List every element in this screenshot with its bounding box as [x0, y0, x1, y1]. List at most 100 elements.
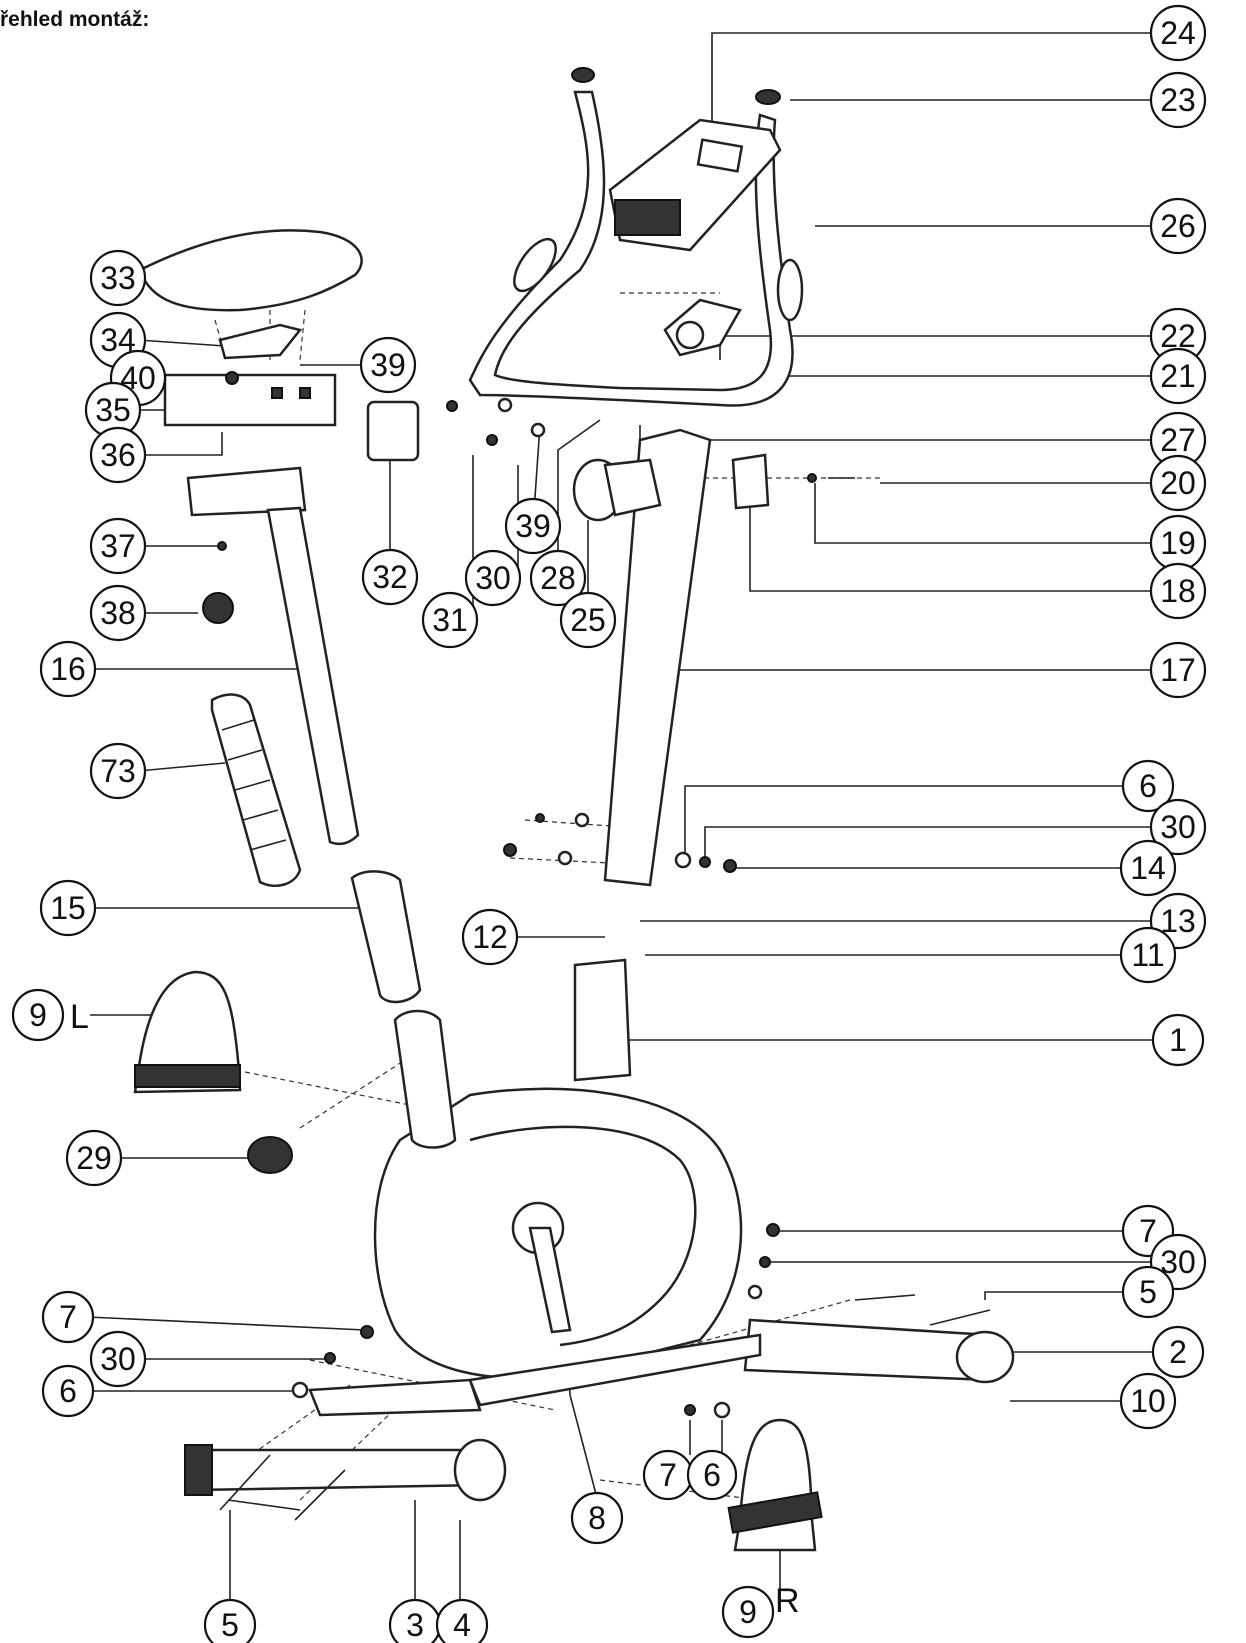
callout-circle — [1149, 562, 1207, 620]
callout-number: 27 — [1160, 422, 1196, 458]
cover-plate — [731, 453, 770, 510]
callout-number: 6 — [703, 1457, 721, 1493]
callout-number: 7 — [1139, 1213, 1157, 1249]
hand-pulse-sensor-left — [513, 237, 557, 293]
callout-38: 38 — [89, 584, 147, 642]
callout-number: 10 — [1130, 1383, 1166, 1419]
pedal-right-base — [727, 1491, 823, 1534]
side-letter-right: R — [775, 1582, 800, 1620]
bolt-5b — [294, 1469, 346, 1521]
slider-bolt-b — [299, 387, 311, 399]
callout-33: 33 — [89, 249, 147, 307]
handlebar-end-cap-right — [755, 89, 781, 105]
callout-number: 39 — [515, 508, 551, 544]
rear-end-cap-left — [184, 1444, 213, 1496]
callout-35: 35 — [84, 381, 142, 439]
callout-circle — [359, 336, 417, 394]
console-screen — [696, 138, 744, 173]
callout-number: 5 — [221, 1607, 239, 1643]
bolt-5a — [219, 1454, 271, 1511]
seat-lock-knob — [247, 1136, 293, 1174]
callout-circle — [686, 1449, 738, 1501]
callout-number: 26 — [1160, 208, 1196, 244]
callout-number: 3 — [406, 1607, 424, 1643]
callout-number: 28 — [540, 560, 576, 596]
slider-bolt-a — [271, 387, 283, 399]
callout-circle — [1119, 926, 1177, 984]
callout-circle — [1149, 798, 1207, 856]
callout-number: 39 — [370, 347, 406, 383]
callout-circle — [504, 497, 562, 555]
callout-circle — [39, 879, 97, 937]
callout-circle — [1119, 1372, 1177, 1430]
callout-9: 9 — [11, 988, 65, 1042]
callout-3: 3 — [388, 1598, 442, 1643]
callout-number: 35 — [95, 392, 131, 428]
part-callouts: 2423262221272019181763014131117305210333… — [11, 4, 1207, 1643]
hand-pulse-sensor-right — [776, 258, 804, 322]
seat-bracket — [218, 323, 303, 360]
callout-circle — [559, 591, 617, 649]
rear-end-cap-right — [453, 1438, 507, 1502]
callout-number: 4 — [453, 1607, 471, 1643]
callout-32: 32 — [361, 548, 419, 606]
callout-number: 18 — [1160, 573, 1196, 609]
callout-number: 8 — [588, 1500, 606, 1536]
callout-number: 14 — [1130, 850, 1166, 886]
callout-circle — [1151, 1325, 1205, 1379]
callout-number: 11 — [1131, 937, 1164, 973]
callout-number: 1 — [1169, 1022, 1187, 1058]
callout-number: 37 — [100, 528, 136, 564]
frame-base — [468, 1333, 762, 1407]
callout-circle — [721, 1585, 775, 1639]
callout-number: 36 — [100, 437, 136, 473]
callout-circle — [464, 549, 522, 607]
callout-circle — [203, 1598, 257, 1643]
pedal-left-base — [134, 1064, 241, 1088]
callout-number: 15 — [50, 890, 86, 926]
bracket-hole — [675, 320, 705, 350]
callout-number: 6 — [59, 1373, 77, 1409]
callout-circle — [421, 591, 479, 649]
callout-28: 28 — [529, 549, 587, 607]
callout-number: 19 — [1160, 525, 1196, 561]
seat-post — [266, 506, 360, 846]
console-bracket — [663, 298, 742, 357]
callout-number: 23 — [1160, 82, 1196, 118]
callout-39: 39 — [504, 497, 562, 555]
callout-12: 12 — [461, 908, 519, 966]
console-display — [614, 199, 681, 236]
callout-16: 16 — [39, 640, 97, 698]
callout-8: 8 — [570, 1491, 624, 1545]
callout-30: 30 — [89, 1330, 147, 1388]
crank-arm — [528, 1226, 572, 1334]
bolt-5c — [854, 1294, 916, 1301]
seat-adjust-knob — [202, 592, 234, 624]
callout-17: 17 — [1149, 641, 1207, 699]
callout-number: 6 — [1139, 768, 1157, 804]
callout-36: 36 — [89, 426, 147, 484]
spring-cover — [210, 693, 302, 887]
callout-number: 2 — [1169, 1334, 1187, 1370]
callout-73: 73 — [89, 742, 147, 800]
callout-number: 31 — [432, 602, 468, 638]
callout-circle — [41, 1290, 95, 1344]
callout-7: 7 — [41, 1290, 95, 1344]
callout-21: 21 — [1149, 347, 1207, 405]
callout-circle — [1149, 71, 1207, 129]
seat-tube — [393, 1009, 457, 1149]
callout-29: 29 — [65, 1129, 123, 1187]
bolt-5d — [929, 1309, 991, 1326]
callout-number: 30 — [1160, 809, 1196, 845]
callout-circle — [41, 1364, 95, 1418]
callout-circle — [1149, 4, 1207, 62]
callout-7: 7 — [642, 1449, 694, 1501]
callout-number: 9 — [739, 1594, 757, 1630]
callout-circle — [1149, 641, 1207, 699]
handlebar — [468, 90, 794, 407]
callout-30: 30 — [1149, 1233, 1207, 1291]
seat-slider — [163, 373, 337, 427]
pedal-left — [133, 970, 242, 1094]
callout-4: 4 — [435, 1598, 489, 1643]
callout-number: 32 — [372, 559, 408, 595]
